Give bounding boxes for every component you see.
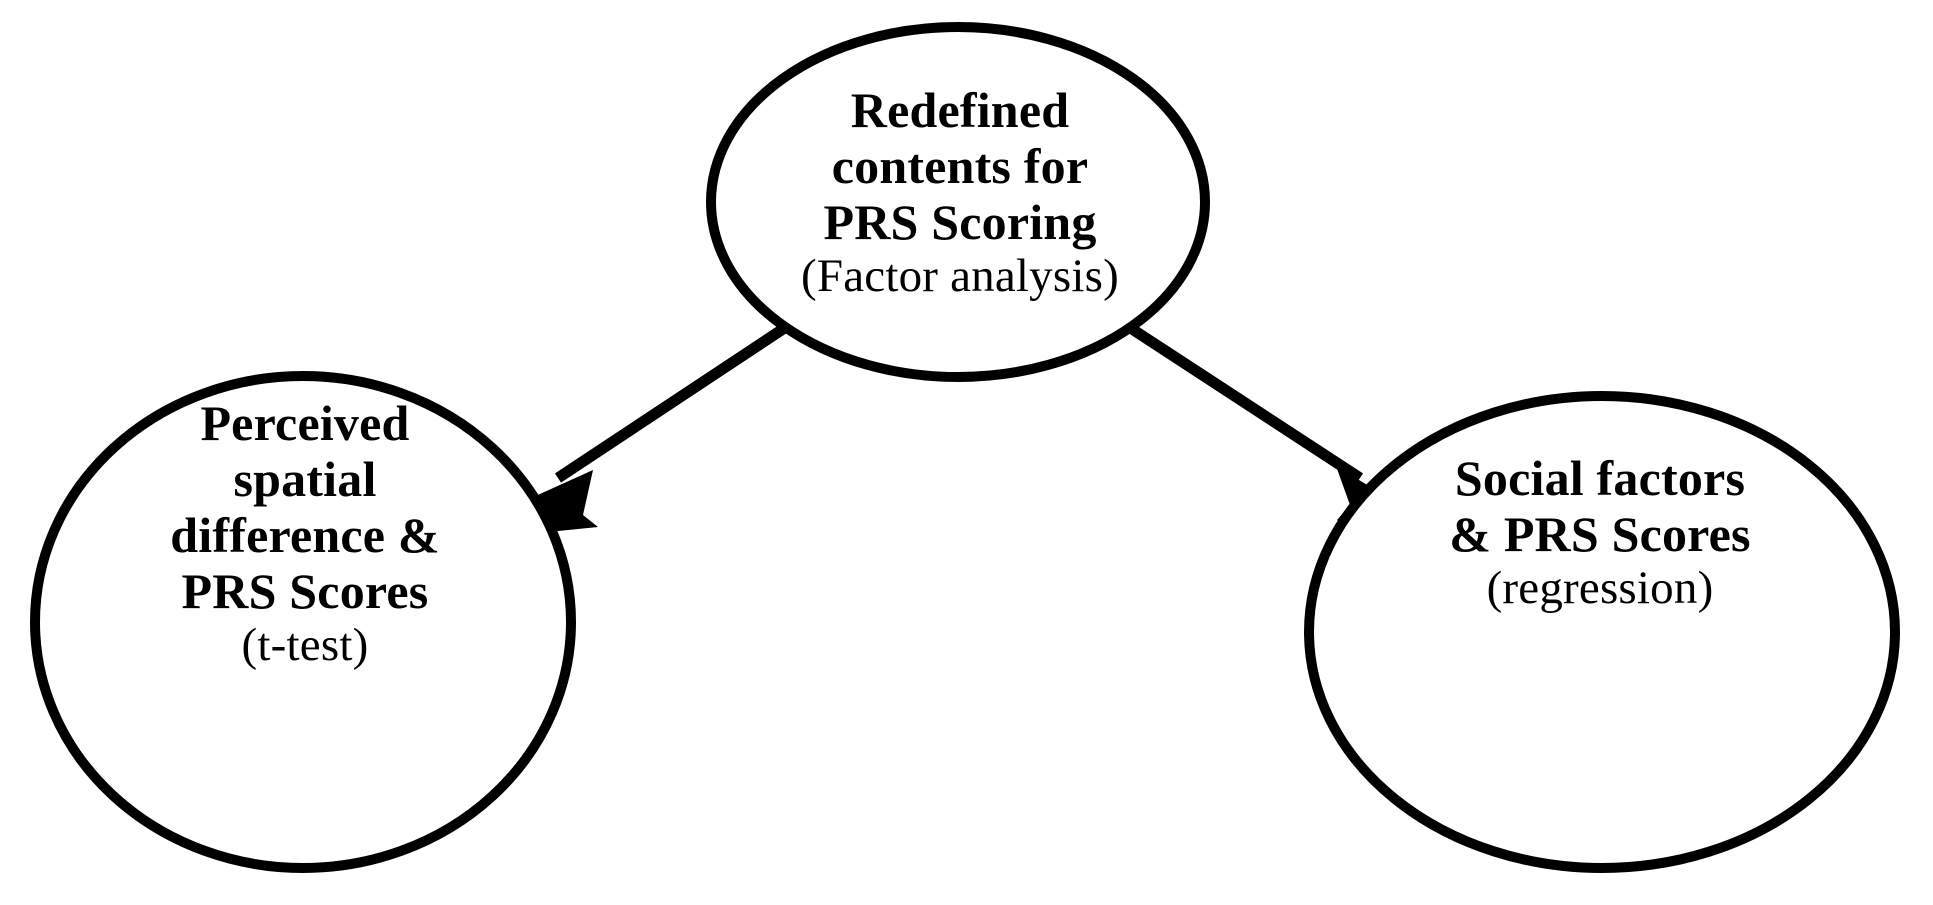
node-top-label: Redefined contents for PRS Scoring (Fact… (710, 82, 1210, 303)
node-right-ellipse[interactable] (1304, 391, 1900, 873)
node-left-title-line-3: difference & (170, 507, 440, 563)
node-left-method: (t-test) (241, 619, 369, 671)
node-left-ellipse[interactable] (30, 371, 576, 873)
node-top-ellipse[interactable] (706, 22, 1210, 382)
node-right-label: Social factors & PRS Scores (regression) (1320, 450, 1880, 615)
node-right-title-line-1: Social factors (1454, 450, 1746, 506)
node-top-title-line-2: contents for (831, 138, 1089, 194)
node-top-title-line-3: PRS Scoring (823, 194, 1097, 250)
node-right-title-line-2: & PRS Scores (1449, 506, 1751, 562)
edge-top-to-left-line (554, 322, 790, 483)
node-left-title-line-2: spatial (233, 451, 377, 507)
edge-top-to-left (520, 322, 790, 532)
node-left-title-line-1: Perceived (200, 395, 410, 451)
node-right-method: (regression) (1486, 562, 1714, 614)
node-left-label: Perceived spatial difference & PRS Score… (60, 395, 550, 672)
node-top-method: (Factor analysis) (801, 250, 1119, 302)
node-top-title-line-1: Redefined (850, 82, 1070, 138)
edge-top-to-right-line (1125, 322, 1364, 483)
node-left-title-line-4: PRS Scores (181, 563, 429, 619)
